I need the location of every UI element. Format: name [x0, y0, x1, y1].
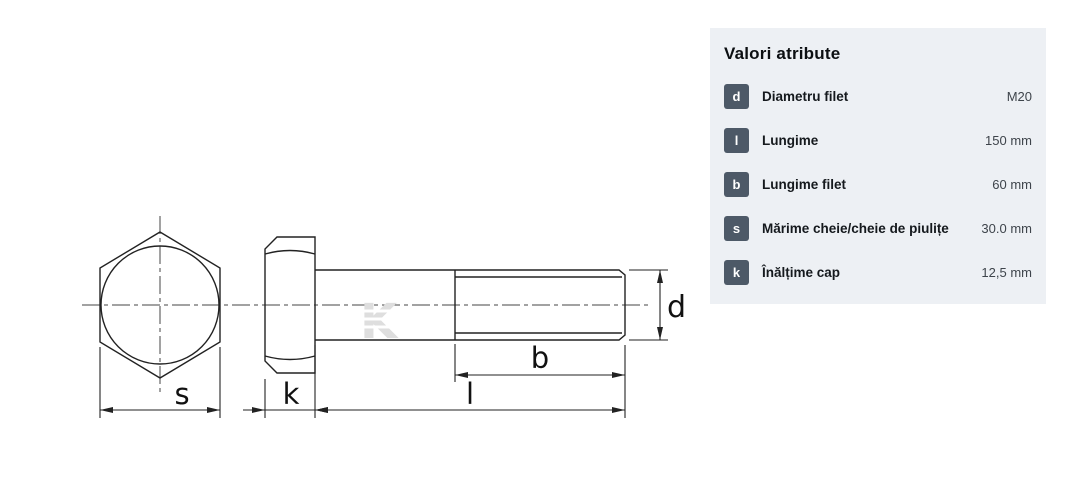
- attribute-badge-s: s: [724, 215, 749, 241]
- attribute-label-b: Lungime filet: [762, 176, 846, 192]
- attribute-badge-d: d: [724, 83, 749, 109]
- dimension-label-s: s: [174, 377, 189, 411]
- dimension-l: l: [315, 345, 626, 418]
- attribute-row-s: s Mărime cheie/cheie de piulițe 30.0 mm: [724, 206, 1032, 250]
- dimension-label-d: d: [667, 290, 686, 325]
- center-lines: [82, 216, 648, 394]
- dimension-label-k: k: [283, 377, 300, 411]
- dimension-d: d: [629, 269, 686, 341]
- dimension-k: k: [243, 345, 328, 418]
- attribute-badge-l: l: [724, 127, 749, 153]
- hex-head-front-view: [99, 231, 221, 379]
- attribute-row-d: d Diametru filet M20: [724, 74, 1032, 118]
- dimension-b: b: [454, 341, 625, 382]
- dimension-label-l: l: [466, 377, 474, 411]
- watermark-logo: K: [356, 294, 400, 350]
- dimension-label-b: b: [531, 341, 549, 375]
- attribute-badge-k: k: [724, 259, 749, 285]
- attribute-value-d: M20: [1006, 88, 1032, 104]
- attribute-label-s: Mărime cheie/cheie de piulițe: [762, 220, 949, 236]
- attributes-panel: Valori atribute d Diametru filet M20 l L…: [710, 28, 1046, 304]
- attribute-row-l: l Lungime 150 mm: [724, 118, 1032, 162]
- attribute-label-l: Lungime: [762, 132, 819, 148]
- attribute-row-k: k Înălțime cap 12,5 mm: [724, 250, 1032, 294]
- attribute-label-d: Diametru filet: [762, 88, 849, 104]
- watermark-letter: K: [360, 294, 399, 350]
- panel-title: Valori atribute: [724, 44, 841, 63]
- attribute-badge-b: b: [724, 171, 749, 197]
- attribute-value-l: 150 mm: [985, 132, 1032, 148]
- bolt-technical-drawing: K s k: [82, 216, 686, 418]
- attribute-row-b: b Lungime filet 60 mm: [724, 162, 1032, 206]
- attribute-value-b: 60 mm: [992, 176, 1032, 192]
- attribute-label-k: Înălțime cap: [762, 264, 841, 280]
- attribute-value-s: 30.0 mm: [981, 220, 1032, 236]
- attribute-value-k: 12,5 mm: [981, 264, 1032, 280]
- dimension-s: s: [99, 347, 221, 418]
- bolt-side-view: [264, 236, 626, 374]
